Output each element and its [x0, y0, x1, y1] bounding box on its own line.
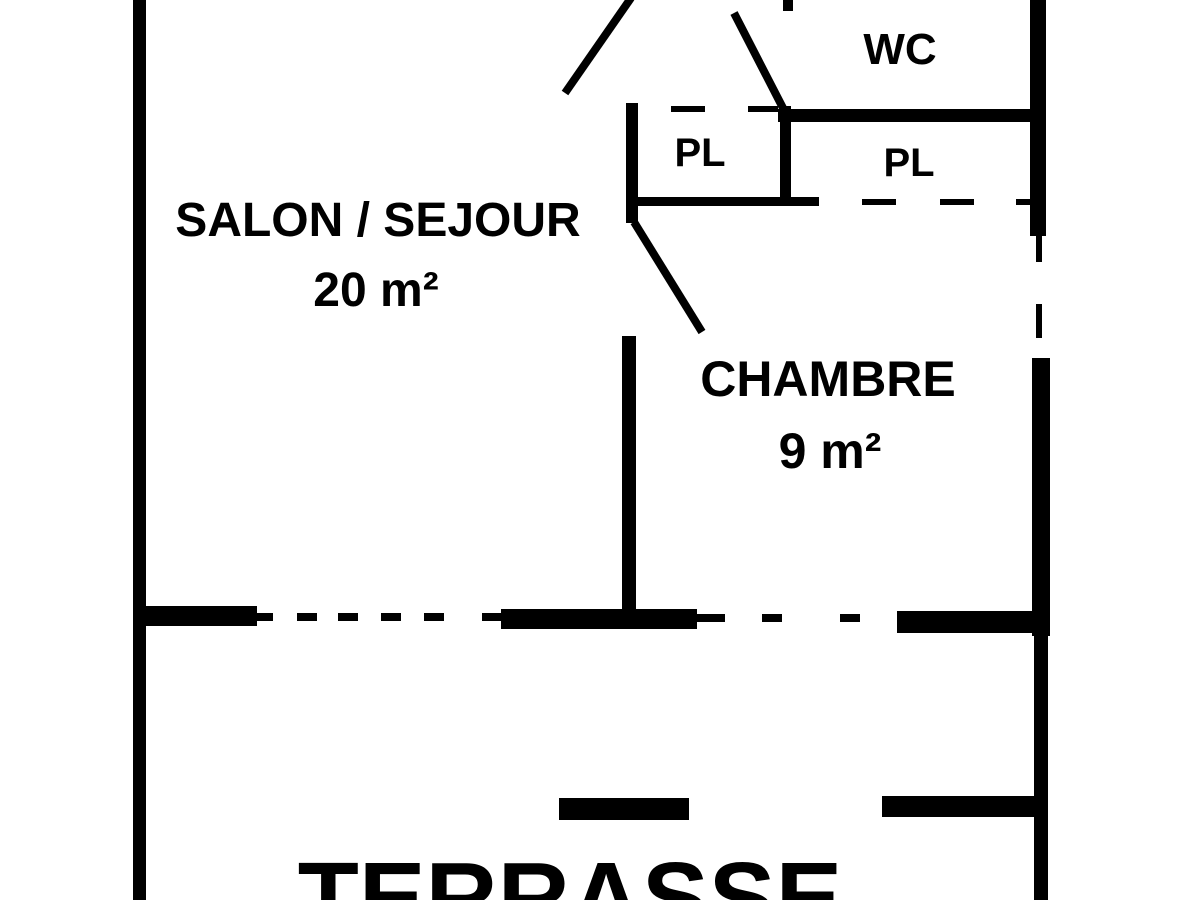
chambre-area-label: 9 m² — [779, 423, 882, 479]
facade-dash-1 — [257, 613, 273, 621]
terrasse-elements — [559, 796, 1036, 820]
salon-chambre-partition — [622, 336, 636, 612]
door-swings — [561, 0, 788, 335]
chambre-name-label: CHAMBRE — [700, 351, 956, 407]
placard-bottom-wall — [636, 197, 819, 206]
placard-1-label: PL — [674, 131, 725, 175]
terrasse-facade — [133, 606, 1037, 633]
salon-name-label: SALON / SEJOUR — [175, 194, 580, 247]
facade-dash-9 — [840, 614, 860, 622]
placard-top-dash-1 — [671, 106, 705, 112]
facade-dash-8 — [762, 614, 782, 622]
placard-2-label: PL — [883, 141, 934, 185]
placard-bottom-dash-2 — [940, 199, 974, 205]
right-wall-dash-1 — [1036, 236, 1042, 262]
facade-wall-center — [501, 609, 697, 629]
placard-left-wall — [626, 103, 638, 223]
facade-dash-6 — [482, 613, 502, 621]
right-wall-dash-2 — [1036, 304, 1042, 338]
terrasse-bar-right — [882, 796, 1036, 817]
exterior-walls — [133, 0, 1050, 900]
left-wall — [133, 0, 146, 900]
salon-area-label: 20 m² — [313, 264, 438, 317]
terrasse-bar-left — [559, 798, 689, 820]
placard-divider — [780, 106, 791, 201]
wc-wall-stub — [783, 0, 793, 11]
facade-dash-3 — [338, 613, 358, 621]
facade-dash-7 — [697, 614, 725, 622]
wc-walls — [778, 0, 1032, 122]
wc-door-swing — [730, 11, 788, 112]
placard-top-dash-2 — [748, 106, 778, 112]
wc-label: WC — [863, 25, 936, 74]
chambre-door-swing — [630, 219, 706, 335]
facade-dash-5 — [424, 613, 444, 621]
right-wall-chambre — [1032, 358, 1050, 636]
placard-bottom-dash-1 — [862, 199, 896, 205]
wc-bottom-wall — [778, 109, 1032, 122]
entrance-door-swing — [561, 0, 635, 96]
facade-wall-right — [897, 611, 1037, 633]
placard-bottom-dash-3 — [1016, 199, 1038, 205]
facade-wall-left — [133, 606, 257, 626]
facade-dash-2 — [297, 613, 317, 621]
right-wall-terrasse — [1034, 628, 1048, 900]
terrasse-label: TERRASSE — [298, 842, 843, 900]
facade-dash-4 — [381, 613, 401, 621]
placard-walls — [626, 103, 1038, 223]
right-wall-upper — [1030, 0, 1046, 236]
